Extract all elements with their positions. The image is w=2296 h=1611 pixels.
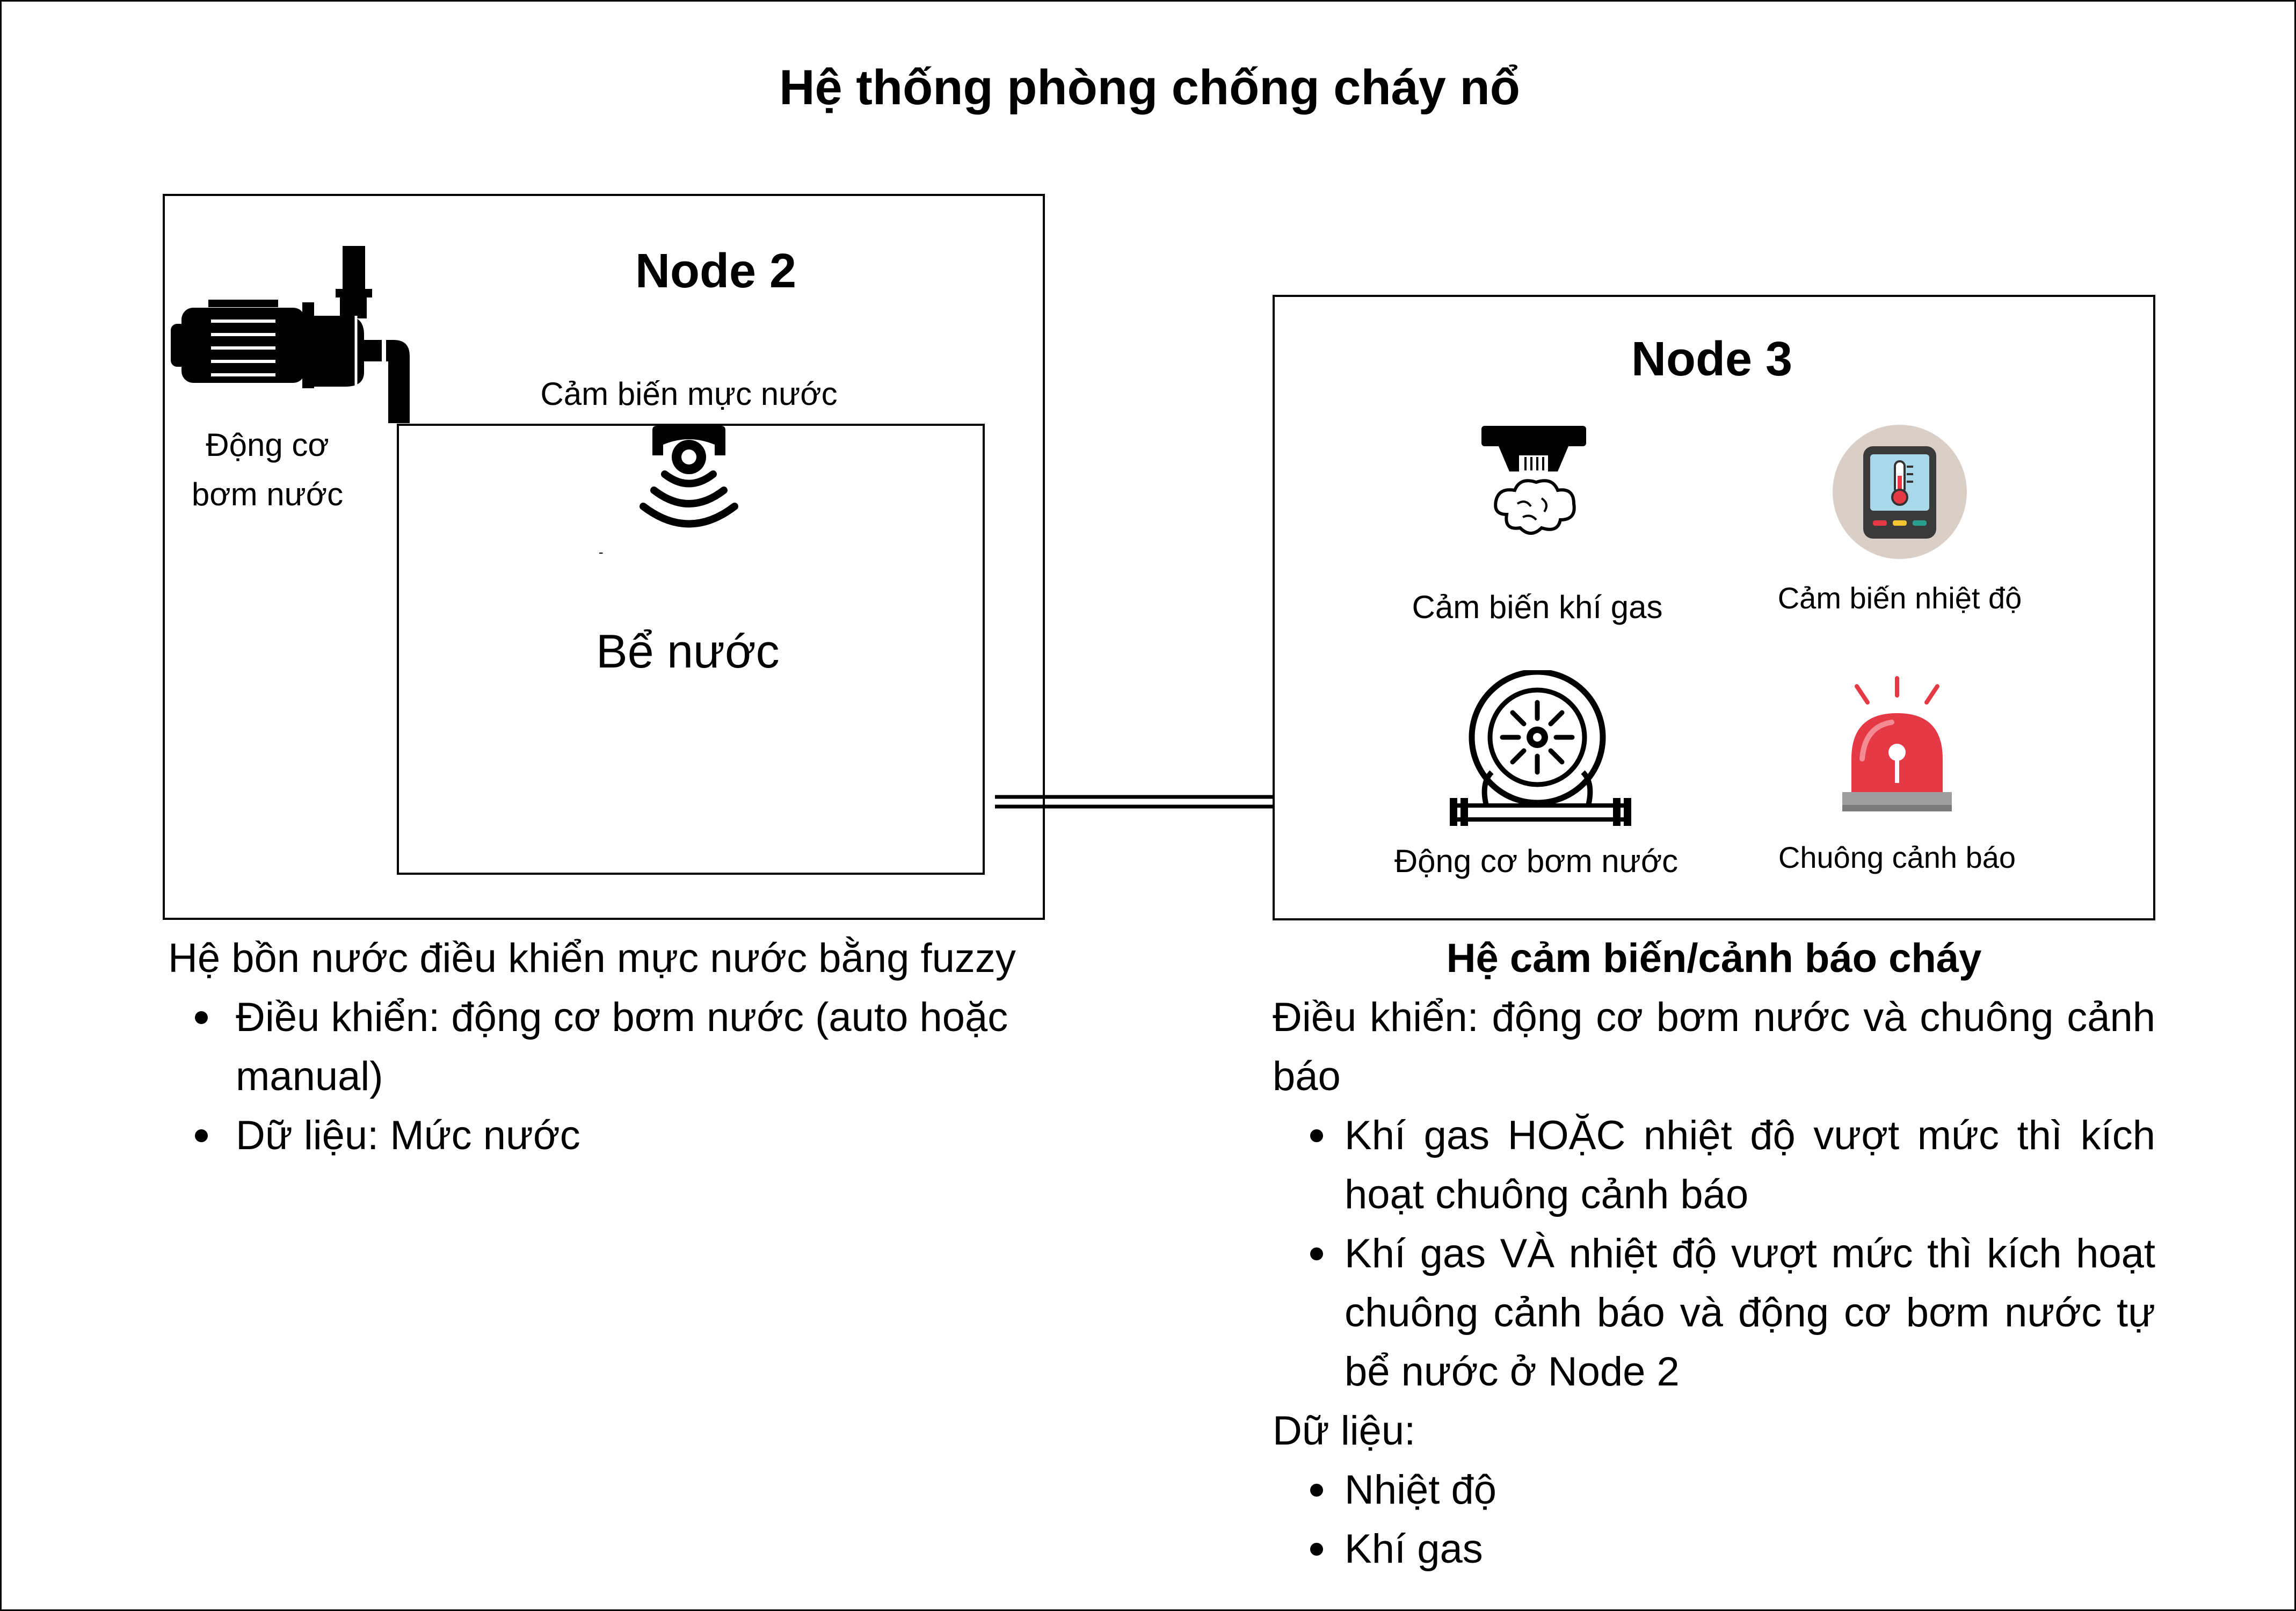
node3-panel (1273, 295, 2155, 920)
right-description-data-item: Khí gas (1273, 1520, 2155, 1579)
left-description-item: Dữ liệu: Mức nước (168, 1106, 1054, 1165)
ultrasonic-sensor-icon (640, 426, 738, 528)
node3-pump-label: Động cơ bơm nước (1394, 843, 1679, 879)
node3-title: Node 3 (1631, 332, 1793, 386)
alarm-label: Chuông cảnh báo (1778, 840, 2016, 874)
left-description-item: Điều khiển: động cơ bơm nước (auto hoặc … (168, 988, 1054, 1106)
right-description-data: Dữ liệu: (1273, 1408, 1416, 1454)
right-description-data-item: Nhiệt độ (1273, 1461, 2155, 1520)
right-description-heading: Hệ cảm biến/cảnh báo cháy (1446, 935, 1982, 981)
gas-smoke-detector-icon (1481, 426, 1586, 535)
right-description-data-list: Nhiệt độ Khí gas (1273, 1461, 2155, 1579)
tank-tiny-mark: - (599, 544, 604, 560)
water-tank (397, 424, 985, 875)
node2-title: Node 2 (635, 244, 797, 298)
thermometer-device-icon (1833, 425, 1967, 559)
right-description-control-item: Khí gas HOẶC nhiệt độ vượt mức thì kích … (1273, 1106, 2155, 1224)
centrifugal-pump-icon (1450, 670, 1631, 826)
page-title: Hệ thống phòng chống cháy nổ (779, 60, 1520, 115)
left-description-list: Điều khiển: động cơ bơm nước (auto hoặc … (168, 988, 1054, 1165)
right-description: Hệ cảm biến/cảnh báo cháy Điều khiển: độ… (1273, 929, 2155, 1579)
pump-label-line1: Động cơ (206, 427, 329, 463)
gas-sensor-label: Cảm biến khí gas (1412, 589, 1663, 625)
tank-label: Bể nước (596, 625, 780, 678)
left-description-heading: Hệ bồn nước điều khiển mực nước bằng fuz… (168, 935, 1016, 981)
red-siren-icon (1842, 676, 1952, 811)
right-description-control: Điều khiển: động cơ bơm nước và chuông c… (1273, 995, 2155, 1099)
level-sensor-label: Cảm biến mực nước (540, 376, 838, 412)
pump-label-line2: bơm nước (191, 476, 344, 512)
right-description-control-list: Khí gas HOẶC nhiệt độ vượt mức thì kích … (1273, 1106, 2155, 1402)
temp-sensor-label: Cảm biến nhiệt độ (1777, 581, 2022, 615)
right-description-control-item: Khí gas VÀ nhiệt độ vượt mức thì kích ho… (1273, 1224, 2155, 1402)
left-description: Hệ bồn nước điều khiển mực nước bằng fuz… (168, 929, 1054, 1165)
water-pump-icon (171, 246, 410, 423)
